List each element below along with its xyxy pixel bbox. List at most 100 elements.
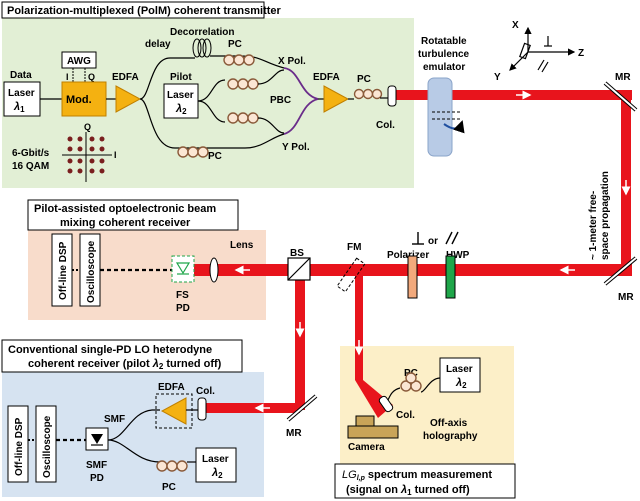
axis-y: Y: [494, 72, 501, 83]
data-label: Data: [10, 70, 32, 81]
rx2-laser-label: Laser: [202, 454, 229, 465]
or-label: or: [428, 236, 438, 247]
pbc: [283, 67, 319, 135]
offaxis-label-1: Off-axis: [430, 418, 468, 429]
camera-label: Camera: [348, 442, 385, 453]
bs-diagonal: [287, 257, 311, 281]
rx2-dsp-label: Off-line DSP: [14, 417, 25, 476]
camera-head: [355, 415, 375, 427]
hwp-label: HWP: [446, 250, 470, 261]
rate-label-1: 6-Gbit/s: [12, 148, 50, 159]
tx-collimator: [387, 85, 397, 107]
coordinate-axes: [509, 26, 576, 73]
pc-out: [353, 88, 383, 100]
rx2-osc-label: Oscilloscope: [42, 415, 53, 478]
constellation-i: I: [114, 150, 117, 160]
rx1-osc-label: Oscilloscope: [86, 240, 97, 303]
rx1-title-1: Pilot-assisted optoelectronic beam: [34, 203, 216, 215]
offaxis-label-2: holography: [423, 431, 478, 442]
pilot-label: Pilot: [170, 72, 192, 83]
holo-title-1: LGl,p spectrum measurement: [342, 469, 492, 482]
modulator-label: Mod.: [66, 94, 92, 106]
mr-label-3: MR: [286, 428, 302, 439]
laser-1-wavelength: λ1: [13, 101, 25, 114]
holo-title-box: [334, 463, 516, 499]
tx-collimator-label: Col.: [376, 120, 395, 131]
mirror-bottom-right: [603, 256, 638, 286]
polarizer: [407, 255, 418, 299]
rx2-pd-diode: [91, 434, 103, 444]
pc-bottom: [177, 146, 209, 158]
pilot-wavelength: λ2: [175, 103, 187, 116]
laser-1: [3, 81, 41, 117]
rx2-pc-label: PC: [162, 482, 176, 493]
turb-label-2: turbulence: [418, 49, 470, 60]
holo-laser-label: Laser: [446, 364, 473, 375]
holo-collimator: [378, 395, 394, 413]
mirror-top-right: [603, 81, 638, 112]
rotation-arrow: [443, 120, 465, 134]
rx2-laser-wavelength: λ2: [211, 467, 223, 480]
svg-text:space propagation: space propagation: [600, 171, 611, 260]
awg-label: AWG: [67, 56, 91, 67]
rx1-lens: [209, 257, 219, 283]
rx2-title-1: Conventional single-PD LO heterodyne: [8, 344, 212, 356]
awg-q: Q: [88, 72, 95, 82]
holo-collimator-label: Col.: [396, 410, 415, 421]
rx2-title-2: coherent receiver (pilot λ2 turned off): [28, 358, 222, 371]
tx-title: Polarization-multiplexed (PolM) coherent…: [7, 5, 282, 17]
edfa-2: [323, 85, 350, 113]
decorr-label-2: delay: [145, 39, 171, 50]
fiber-y: [244, 133, 285, 149]
pilot-split: [197, 79, 226, 123]
holo-fiber: [387, 377, 441, 401]
awg: [61, 51, 97, 69]
turbulence-emulator: [427, 77, 453, 157]
pbc-label: PBC: [270, 95, 291, 106]
turb-label-1: Rotatable: [421, 36, 467, 47]
laser-1-label: Laser: [8, 88, 35, 99]
pc-mid: [227, 78, 259, 124]
polarization-symbols: [412, 231, 459, 245]
rx2-pc: [156, 460, 188, 472]
camera-body: [347, 425, 399, 439]
mirror-rx2: [286, 394, 318, 422]
holo-laser: [439, 357, 481, 393]
propagation-label: ~ 1-meter free- space propagation: [588, 171, 611, 260]
rx2-title-box: [1, 339, 243, 373]
modulator: [61, 81, 107, 117]
pc-bottom-label: PC: [208, 151, 222, 162]
rx1-title-box: [27, 199, 239, 231]
flip-mirror: [336, 257, 366, 293]
rx2-fiber: [107, 409, 161, 463]
turb-label-3: emulator: [423, 62, 465, 73]
tx-title-box: [1, 1, 265, 19]
beam-direction-arrows: [234, 90, 631, 413]
constellation-q: Q: [84, 122, 91, 132]
y-pol-label: Y Pol.: [282, 142, 310, 153]
rx2-edfa-label: EDFA: [158, 382, 185, 393]
rx2-oscilloscope: [35, 405, 57, 483]
fs-pd: [171, 255, 195, 283]
fs-pd-diode: [175, 262, 191, 275]
hwp: [445, 255, 456, 299]
rx2-dsp: [7, 405, 29, 483]
mr-label-1: MR: [615, 72, 631, 83]
decorr-label-1: Decorrelation: [170, 27, 234, 38]
rx2-edfa: [160, 397, 187, 425]
pilot-laser: [163, 83, 199, 119]
edfa-1: [115, 85, 142, 113]
rx1-title-2: mixing coherent receiver: [60, 217, 191, 229]
mr-label-2: MR: [618, 292, 634, 303]
edfa-1-label: EDFA: [112, 72, 139, 83]
fm-label: FM: [347, 242, 361, 253]
pilot-laser-label: Laser: [167, 90, 194, 101]
pd-label: PD: [176, 303, 190, 314]
rx2-smf-label: SMF: [104, 414, 125, 425]
rx1-dsp-label: Off-line DSP: [58, 241, 69, 300]
pc-top-label: PC: [228, 39, 242, 50]
rx2-smf2-label: SMF: [86, 460, 107, 471]
axis-z: Z: [578, 48, 584, 59]
